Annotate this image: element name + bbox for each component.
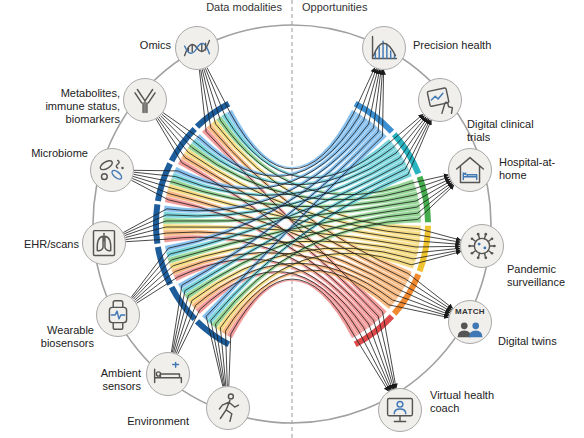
icon-circle: MATCHDigital twins	[448, 300, 492, 344]
icon-circle: Digital clinical trials	[418, 78, 462, 122]
icon-symbol	[379, 389, 421, 431]
connector-line	[205, 68, 423, 178]
chord-ribbon	[227, 280, 358, 339]
icon-symbol	[461, 225, 503, 267]
icon-circle: Wearable biosensors	[96, 293, 140, 337]
icon-symbol	[91, 149, 133, 191]
icon-symbol	[176, 27, 218, 69]
icon-symbol	[363, 27, 405, 69]
connector-line	[199, 70, 396, 388]
icon-circle: Environment	[206, 386, 250, 430]
node-label: Pandemic surveillance	[507, 263, 577, 289]
icon-circle: Ambient sensors	[146, 352, 190, 396]
ring-arcs	[156, 104, 428, 345]
connector-line	[174, 184, 454, 353]
connector-line	[176, 263, 449, 353]
opportunity-arc	[420, 177, 428, 223]
connector-line	[201, 70, 453, 309]
section-heading: Data modalities	[206, 1, 282, 14]
connector-line	[226, 270, 449, 386]
section-heading: Opportunities	[302, 1, 367, 14]
node-label: Digital twins	[498, 335, 578, 348]
connector-line	[124, 118, 427, 234]
icon-symbol	[449, 149, 491, 191]
icon-symbol	[124, 79, 166, 121]
connector-line	[216, 185, 455, 386]
connector-line	[163, 69, 376, 177]
connector-line	[123, 70, 379, 233]
modality-arc	[172, 129, 195, 161]
icon-symbol	[97, 294, 139, 336]
node-label: Digital clinical trials	[467, 118, 543, 144]
icon-circle: Microbiome	[90, 148, 134, 192]
icon-symbol	[419, 79, 461, 121]
ribbons	[163, 110, 421, 338]
icon-circle: Metabolites, immune status, biomarkers	[123, 78, 167, 122]
node-label: Ambient sensors	[89, 367, 141, 393]
modality-arc	[197, 104, 229, 127]
icon-circle: Hospital-at-home	[448, 148, 492, 192]
icon-symbol	[147, 353, 189, 395]
connector-line	[134, 241, 460, 300]
node-label: EHR/scans	[17, 238, 79, 251]
node-label: Metabolites, immune status, biomarkers	[38, 87, 120, 126]
outer-ring	[93, 25, 491, 423]
icon-circle: EHR/scans	[82, 221, 126, 265]
connector-line	[204, 69, 449, 195]
connector-line	[220, 252, 460, 386]
icon-symbol	[83, 222, 125, 264]
opportunity-arc	[394, 274, 418, 314]
node-label: Wearable biosensors	[32, 324, 94, 350]
node-label: Omics	[111, 39, 171, 52]
connector-line	[211, 120, 431, 386]
connector-line	[171, 70, 382, 352]
connector-line	[134, 69, 378, 189]
icon-symbol	[207, 387, 249, 429]
icon-circle: Precision health	[362, 26, 406, 70]
icon-circle: Pandemic surveillance	[460, 224, 504, 268]
connector-line	[172, 120, 430, 353]
node-label: Environment	[117, 415, 189, 428]
icon-text: MATCH	[449, 307, 491, 316]
node-label: Microbiome	[14, 147, 88, 160]
node-label: Precision health	[413, 39, 513, 52]
icon-circle: Virtual health coach	[378, 388, 422, 432]
node-label: Virtual health coach	[430, 389, 510, 415]
node-label: Hospital-at-home	[499, 156, 567, 182]
connector-line	[229, 279, 389, 391]
opportunity-arc	[420, 226, 428, 272]
connector-line	[125, 181, 451, 236]
icon-circle: Omics	[175, 26, 219, 70]
